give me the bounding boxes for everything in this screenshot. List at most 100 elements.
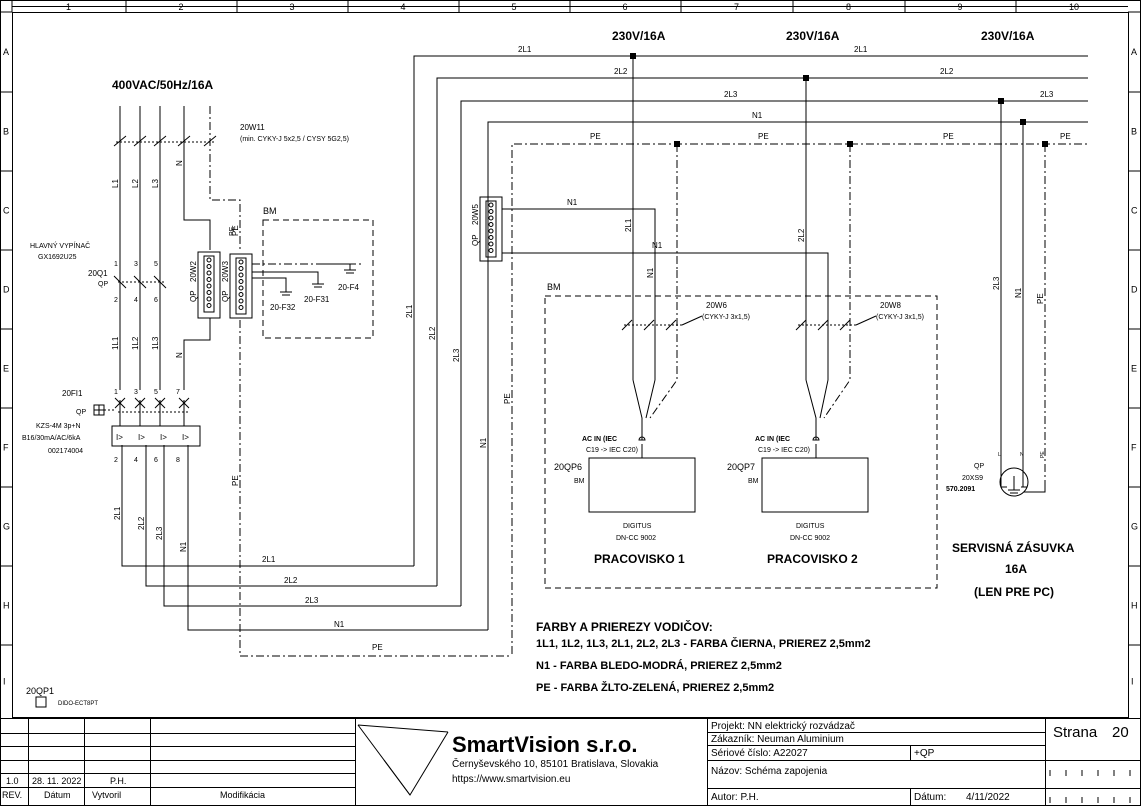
terminal-dot — [488, 215, 494, 221]
bus-junctions — [630, 53, 1048, 147]
switch-t5: 5 — [154, 261, 158, 268]
service-socket-symbol — [999, 467, 1046, 497]
cable-20w6: 20W6 — [706, 301, 727, 310]
qp1-box — [35, 696, 47, 708]
terminal-dot — [238, 279, 244, 284]
header-author: Vytvoril — [92, 790, 121, 800]
page-label: Strana — [1053, 724, 1098, 741]
switch-title1: HLAVNÝ VYPÍNAČ — [30, 241, 90, 250]
digitus-2-model: DN-CC 9002 — [790, 535, 830, 542]
socket-title-1: SERVISNÁ ZÁSUVKA — [952, 540, 1075, 555]
terminal-20w2: 20W2 — [189, 261, 198, 282]
column-label: 9 — [958, 2, 963, 12]
bus-lines — [413, 55, 1088, 654]
ac-in-1b: C19 -> IEC C20) — [586, 447, 638, 454]
terminal-dot — [206, 296, 212, 302]
socket-qp: QP — [974, 463, 984, 470]
digitus-1: DIGITUS — [623, 523, 652, 530]
terminal-dot — [488, 202, 494, 208]
terminal-dot — [206, 290, 212, 295]
device-20qp7-bm: BM — [748, 478, 759, 485]
row-label: B — [1131, 127, 1137, 137]
switch-t1: 1 — [114, 261, 118, 268]
ac-in-2: AC IN (IEC — [755, 436, 790, 443]
switch-t3: 3 — [134, 261, 138, 268]
terminal-dot — [206, 303, 212, 308]
socket-pe-pin: PE — [1040, 451, 1046, 458]
row-label: I — [3, 677, 6, 687]
label-n1-h: N1 — [334, 620, 345, 629]
bus-label-2l1: 2L1 — [518, 45, 532, 54]
rcd-trip-2: I> — [138, 433, 145, 442]
device-20qp6: 20QP6 — [554, 462, 582, 472]
switch-b6: 6 — [154, 297, 158, 304]
rcd-tag: 20FI1 — [62, 389, 83, 398]
notes-line-3: PE - FARBA ŽLTO-ZELENÁ, PRIEREZ 2,5mm2 — [536, 681, 774, 694]
row-label: E — [1131, 364, 1137, 374]
title-block-ticks — [1049, 770, 1131, 803]
workstation-2-title: PRACOVISKO 2 — [767, 552, 858, 566]
column-label: 10 — [1069, 2, 1079, 12]
main-supply-label: 400VAC/50Hz/16A — [112, 78, 213, 92]
wire-label-v22: 2L2 — [428, 326, 437, 340]
header-modification: Modifikácia — [220, 790, 265, 800]
rcd-t5: 5 — [154, 389, 158, 396]
terminal-dot — [488, 248, 494, 253]
bus-label-2l1b: 2L1 — [854, 45, 868, 54]
ws-n1-label-2: N1 — [652, 241, 663, 250]
supply-label-3: 230V/16A — [981, 29, 1035, 43]
ws-bm-label: BM — [547, 282, 561, 292]
notes-line-1: 1L1, 1L2, 1L3, 2L1, 2L2, 2L3 - FARBA ČIE… — [536, 637, 871, 650]
terminal-dot — [488, 235, 494, 240]
column-label: 5 — [512, 2, 517, 12]
terminal-dot — [238, 298, 244, 304]
date-value: 4/11/2022 — [966, 792, 1010, 803]
terminal-dot — [238, 305, 244, 310]
notes-title: FARBY A PRIEREZY VODIČOV: — [536, 619, 713, 634]
switch-b2: 2 — [114, 297, 118, 304]
wire-label-l1: L1 — [111, 179, 120, 188]
digitus-2: DIGITUS — [796, 523, 825, 530]
ground-symbols — [280, 269, 356, 296]
terminal-dot — [488, 228, 494, 234]
main-switch-symbol — [113, 262, 167, 310]
wire-label-o4: N1 — [179, 541, 188, 552]
bus-label-2l2: 2L2 — [614, 67, 628, 76]
wire-label-pe: PE — [231, 225, 240, 236]
bm-label-left: BM — [263, 206, 277, 216]
header-date: Dátum — [44, 790, 71, 800]
company-address: Černyševského 10, 85101 Bratislava, Slov… — [452, 757, 659, 770]
qp1-tag: 20QP1 — [26, 686, 54, 696]
bus-label-2l3: 2L3 — [724, 90, 738, 99]
rcd-t1: 1 — [114, 389, 118, 396]
terminal-dot — [206, 270, 212, 276]
ws-2l2-v: 2L2 — [797, 228, 806, 242]
terminal-dot — [238, 285, 244, 291]
wire-label-1l2: 1L2 — [131, 336, 140, 350]
row-label: A — [1131, 47, 1137, 57]
wire-label-vn1: N1 — [479, 437, 488, 448]
serial-number: Sériové číslo: A22027 — [711, 748, 808, 759]
project-name: Projekt: NN elektrický rozvádzač — [711, 721, 855, 732]
rcd-qp: QP — [76, 409, 86, 416]
ws-n1-label: N1 — [567, 198, 578, 207]
column-label: 2 — [179, 2, 184, 12]
socket-title-3: (LEN PRE PC) — [974, 585, 1054, 599]
title-block-grid — [0, 718, 1141, 806]
workstation-1-title: PRACOVISKO 1 — [594, 552, 685, 566]
socket-l-pin: L — [998, 452, 1001, 458]
location-qp: +QP — [914, 748, 935, 759]
socket-n-pin: N — [1020, 452, 1024, 458]
notes-line-2: N1 - FARBA BLEDO-MODRÁ, PRIEREZ 2,5mm2 — [536, 659, 782, 672]
switch-qp: QP — [98, 281, 108, 288]
rev-date: 28. 11. 2022 — [32, 776, 81, 786]
column-label: 4 — [401, 2, 406, 12]
ws-2l1-v: 2L1 — [624, 218, 633, 232]
row-label: D — [1131, 285, 1138, 295]
wire-label-1l1: 1L1 — [111, 336, 120, 350]
switch-tag: 20Q1 — [88, 269, 108, 278]
socket-pe: PE — [1036, 293, 1045, 304]
label-2l2-h: 2L2 — [284, 576, 298, 585]
wire-label-v21: 2L1 — [405, 304, 414, 318]
